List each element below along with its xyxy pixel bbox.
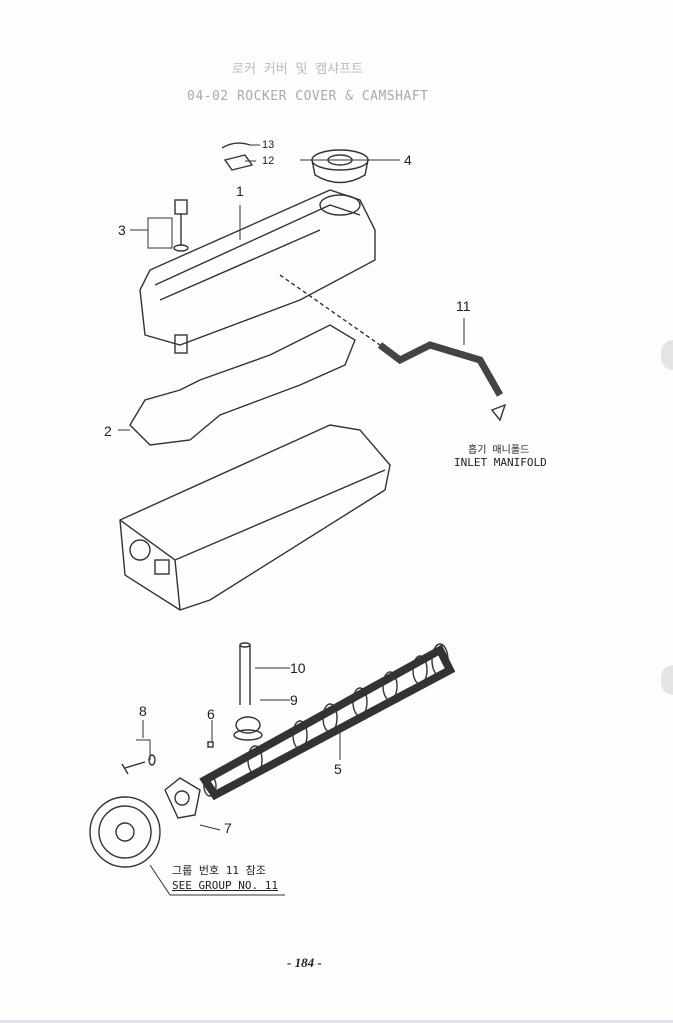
callout-1: 1	[236, 183, 244, 199]
thrust-plate	[164, 777, 201, 819]
inlet-fitting-icon	[490, 403, 507, 422]
inlet-manifold-label: INLET MANIFOLD	[454, 456, 547, 469]
hose-dashed-line	[279, 274, 381, 346]
callout-5: 5	[334, 761, 342, 777]
callout-9: 9	[290, 692, 298, 708]
callout-6: 6	[207, 706, 215, 722]
gasket-small	[223, 154, 254, 171]
pin	[207, 741, 214, 748]
camshaft	[199, 643, 456, 801]
see-group-korean: 그룹 번호 11 참조	[172, 864, 266, 877]
callout-2: 2	[104, 423, 112, 439]
page-title: 04-02 ROCKER COVER & CAMSHAFT	[187, 89, 429, 104]
bolt	[173, 199, 189, 252]
inlet-manifold-korean: 흡기 매니폴드	[468, 445, 530, 456]
callout-10: 10	[290, 660, 306, 676]
see-group-label: SEE GROUP NO. 11	[172, 879, 278, 892]
leader-lines	[118, 144, 465, 896]
callout-7: 7	[224, 820, 232, 836]
callout-4: 4	[404, 152, 412, 168]
tube	[239, 645, 251, 705]
callout-3: 3	[118, 222, 126, 238]
oil-seal	[235, 716, 261, 734]
callout-11: 11	[456, 298, 471, 314]
scan-edge	[0, 1020, 673, 1023]
plug	[221, 142, 251, 149]
callout-13: 13	[262, 139, 275, 151]
breather-hose	[377, 341, 504, 397]
oil-filler-cap	[311, 149, 369, 184]
callout-8: 8	[139, 703, 147, 719]
callout-12: 12	[262, 155, 275, 167]
binder-tab	[661, 340, 673, 370]
page-number: - 184 -	[287, 955, 322, 970]
cylinder-head	[119, 424, 391, 611]
gear-bolt	[121, 761, 146, 775]
title-korean: 로커 커버 및 캠샤프트	[232, 62, 364, 77]
binder-tab	[661, 665, 673, 695]
camshaft-gear	[89, 796, 161, 868]
rocker-cover-gasket	[129, 324, 356, 446]
